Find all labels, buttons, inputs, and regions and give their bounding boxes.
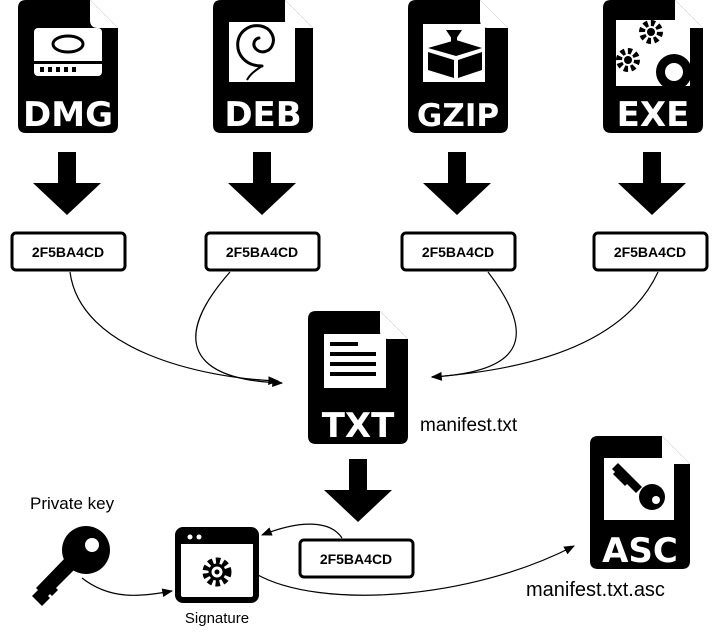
asc-file-icon: ASC [590,436,690,571]
down-arrow-icon [33,152,101,215]
down-arrow-icon [228,152,296,215]
gear-icon [202,557,232,587]
debian-swirl-icon [229,22,295,82]
down-arrow-icon [423,152,491,215]
signature-label: Signature [185,610,249,627]
deb-file-icon: DEB [213,0,313,135]
package-box-icon [423,24,485,82]
hash-box: 2F5BA4CD [592,231,709,272]
signature-connectors [81,523,575,598]
file-type-label: ASC [602,531,678,571]
disk-drive-icon [34,28,102,76]
file-type-label: DEB [224,95,301,135]
svg-text:2F5BA4CD: 2F5BA4CD [320,551,392,567]
key-icon [32,526,110,606]
file-type-label: GZIP [417,98,499,134]
signature-icon [175,527,259,603]
hash-to-manifest-connectors [69,271,659,387]
gears-icon [616,20,692,90]
svg-text:2F5BA4CD: 2F5BA4CD [226,244,298,260]
dmg-file-icon: DMG [18,0,118,135]
gzip-file-icon: GZIP [408,0,508,134]
svg-text:2F5BA4CD: 2F5BA4CD [32,244,104,260]
private-key-label: Private key [30,494,115,513]
hash-box: 2F5BA4CD [400,231,517,272]
key-icon [604,458,674,520]
exe-file-icon: EXE [603,0,703,135]
manifest-filename: manifest.txt [420,415,518,436]
document-lines-icon [324,334,386,388]
down-arrow-icon [324,459,392,522]
file-type-label: EXE [617,95,690,135]
svg-text:2F5BA4CD: 2F5BA4CD [614,244,686,260]
asc-filename: manifest.txt.asc [526,579,665,601]
file-type-label: TXT [322,406,395,446]
hash-box: 2F5BA4CD [10,231,127,272]
manifest-txt-file-icon: TXT [308,311,408,446]
manifest-hash-box: 2F5BA4CD [298,538,415,579]
hash-box: 2F5BA4CD [204,231,321,272]
svg-text:2F5BA4CD: 2F5BA4CD [422,244,494,260]
down-arrow-icon [618,152,686,215]
file-type-label: DMG [23,95,113,135]
